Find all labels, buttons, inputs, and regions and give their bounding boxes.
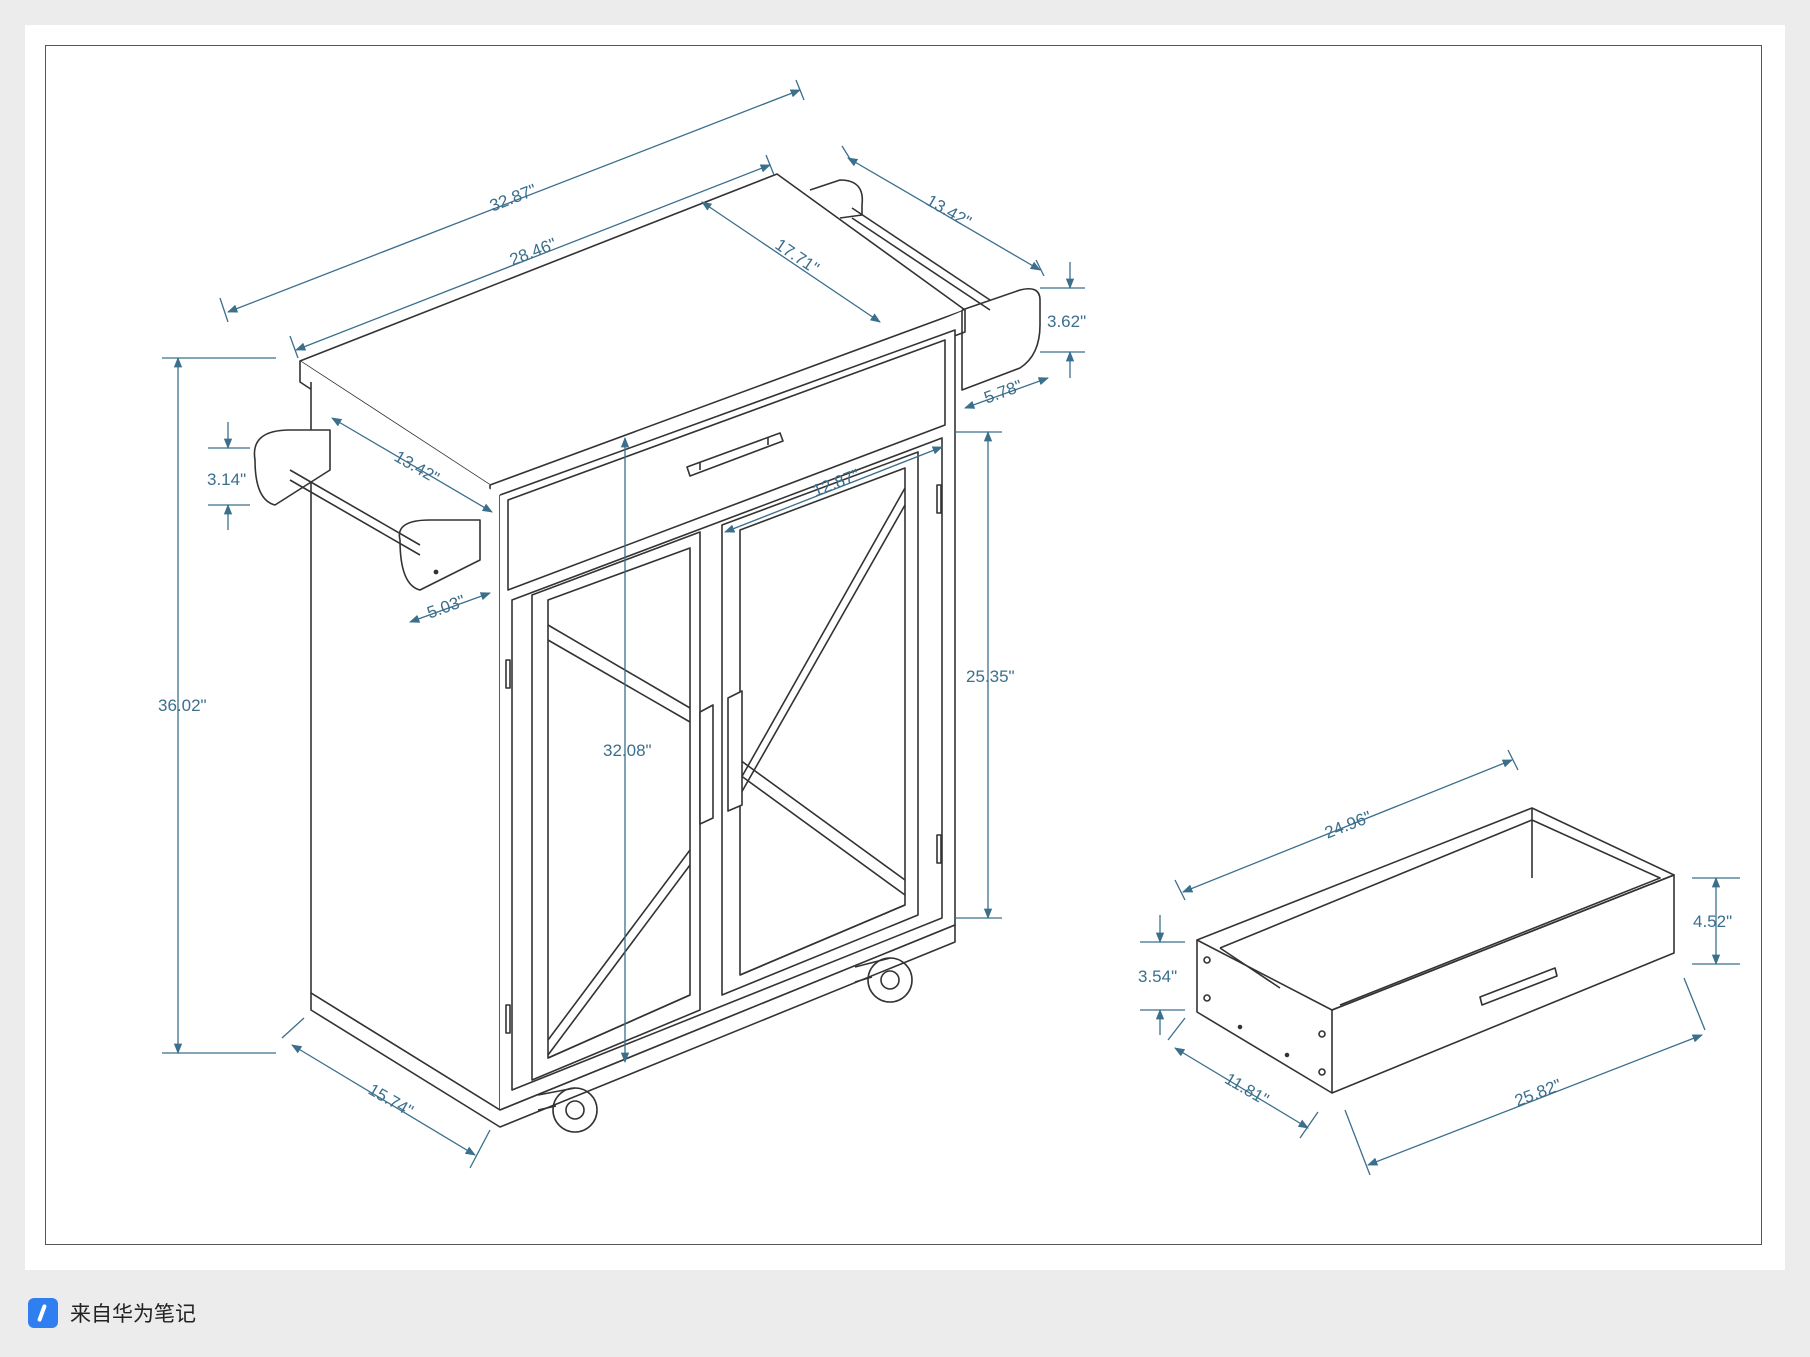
dim-drawer-front-height: 4.52": [1693, 912, 1732, 931]
dim-door-height: 25.35": [966, 667, 1015, 686]
dim-right-rack-height: 3.62": [1047, 312, 1086, 331]
dim-cart-outer-width: 32.87": [487, 180, 539, 215]
dim-drawer-front-width: 25.82": [1512, 1075, 1564, 1110]
kitchen-cart-illustration: [253, 173, 1041, 1133]
dim-cabinet-height: 32.08": [603, 741, 652, 760]
dim-drawer-inner-width: 24.96": [1322, 807, 1374, 842]
drawer-illustration: [1196, 807, 1675, 1094]
notes-pen-icon: [28, 1298, 58, 1328]
dim-base-depth: 15.74": [365, 1080, 417, 1121]
source-label: 来自华为笔记: [70, 1303, 196, 1326]
dim-left-rack-height: 3.14": [207, 470, 246, 489]
dim-right-rack-span: 13.42": [923, 191, 975, 232]
dim-drawer-side-height: 3.54": [1138, 967, 1177, 986]
dim-overall-height: 36.02": [158, 696, 207, 715]
dim-drawer-depth: 11.81": [1222, 1069, 1272, 1109]
footer-source: 来自华为笔记: [28, 1298, 196, 1328]
